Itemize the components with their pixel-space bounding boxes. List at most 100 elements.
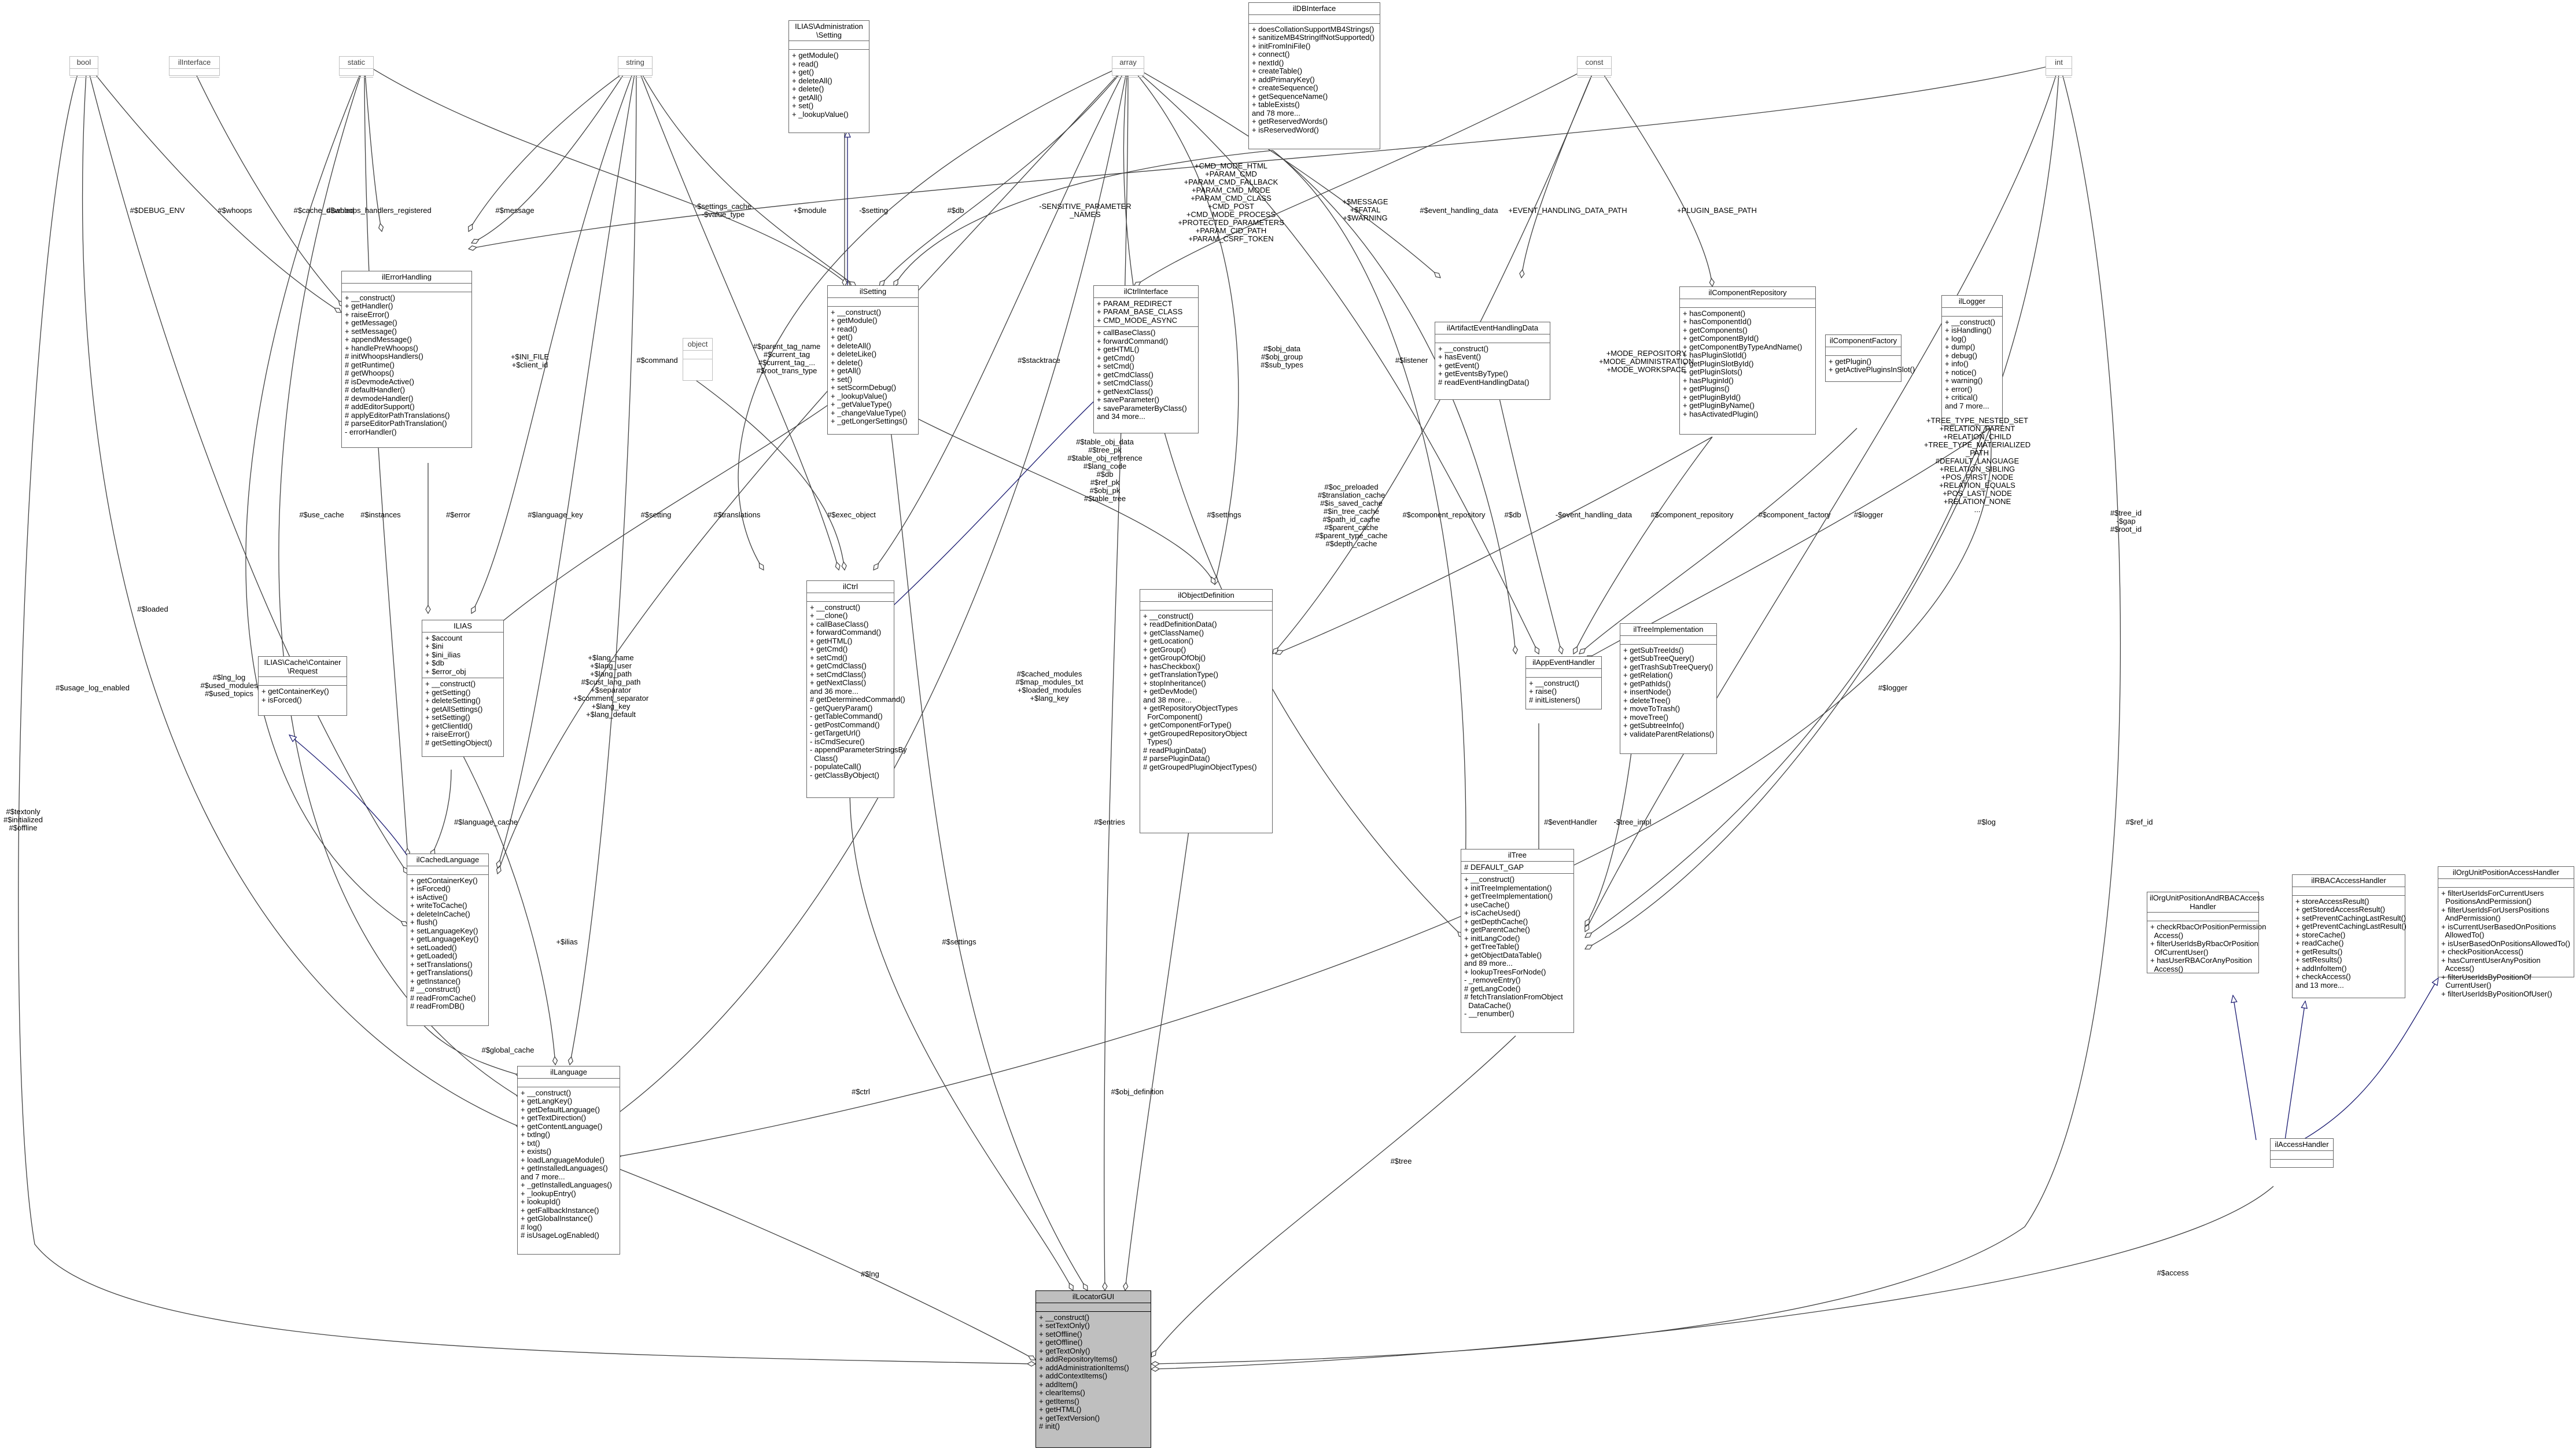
member-entry: + filterUserIdsForUsersPositions AndPerm… <box>2441 905 2549 922</box>
member-entry: # readEventHandlingData() <box>1438 377 1530 387</box>
member-entry: + read() <box>831 324 857 333</box>
member-entry: # isDevmodeActive() <box>345 377 414 386</box>
edge-whoops <box>190 63 344 307</box>
node-ilsetting[interactable]: ilSetting + __construct()+ getModule()+ … <box>827 285 919 435</box>
edge-lang-name <box>570 63 637 1065</box>
member-entry: + deleteLike() <box>831 350 877 358</box>
member-entry: + log() <box>1945 334 1967 343</box>
member-entry: + addAdministrationItems() <box>1039 1363 1129 1372</box>
node-int[interactable]: int <box>2046 56 2072 78</box>
node-ilorgunitpositionandrbacaccesshandler[interactable]: ilOrgUnitPositionAndRBACAccess Handler +… <box>2147 892 2267 973</box>
member-entry: + getPreventCachingLastResult() <box>2295 922 2407 931</box>
member-entry: + getSubTreeIds() <box>1623 645 1684 654</box>
member-entry: + clearItems() <box>1039 1388 1085 1397</box>
edge-label: #$entries <box>1094 818 1125 826</box>
edge-label: #$whoops <box>218 206 252 215</box>
edge-command <box>738 63 1129 570</box>
member-entry: + $error_obj <box>425 667 466 676</box>
edge-message-fatal <box>469 63 2060 249</box>
member-entry: + __construct() <box>1464 875 1515 884</box>
member-entry: + getComponentByTypeAndName() <box>1683 342 1803 351</box>
member-entry: + __construct() <box>1039 1312 1090 1322</box>
edge-label: #$event_handling_data <box>1420 206 1498 215</box>
node-ilcomponentrepository[interactable]: ilComponentRepository + hasComponent()+ … <box>1679 286 1816 435</box>
member-entry: + critical() <box>1945 393 1978 402</box>
node-ilcachedlanguage[interactable]: ilCachedLanguage + getContainerKey()+ is… <box>407 854 489 1026</box>
node-iltree[interactable]: ilTree # DEFAULT_GAP + __construct()+ in… <box>1461 849 1574 1033</box>
member-entry: + getNextClass() <box>810 678 867 687</box>
edge-parent-tag <box>636 63 839 570</box>
node-title: ilRBACAccessHandler <box>2311 876 2386 885</box>
edge-label: +$INI_FILE +$client_id <box>510 352 550 369</box>
member-entry: + getPluginByName() <box>1683 401 1755 410</box>
member-entry: + getInstalledLanguages() <box>521 1164 608 1172</box>
member-entry: + setCmdClass() <box>810 670 867 679</box>
member-entry: + isHandling() <box>1945 326 1992 334</box>
node-illogger[interactable]: ilLogger + __construct()+ isHandling()+ … <box>1941 295 2003 426</box>
node-ilerrorhandling[interactable]: ilErrorHandling + __construct()+ getHand… <box>341 271 472 448</box>
node-ilctrl[interactable]: ilCtrl + __construct()+ __clone()+ callB… <box>806 580 907 798</box>
node-ilobjectdefinition[interactable]: ilObjectDefinition + __construct()+ read… <box>1140 589 1273 833</box>
inherit-cachedlang <box>289 735 408 857</box>
node-title: ilArtifactEventHandlingData <box>1446 323 1539 332</box>
member-entry: + getTextVersion() <box>1039 1413 1100 1422</box>
member-entry: - errorHandler() <box>345 427 397 436</box>
member-entry: + moveToTrash() <box>1623 704 1681 713</box>
node-ilaccesshandler[interactable]: ilAccessHandler <box>2270 1138 2334 1168</box>
node-ilias-cache-container-request[interactable]: ILIAS\Cache\Container \Request + getCont… <box>258 656 347 716</box>
node-ilinterface[interactable]: ilInterface <box>169 56 220 78</box>
member-entry: + getDepthCache() <box>1464 917 1528 926</box>
node-title: ilTree <box>1508 851 1527 859</box>
node-ilartifacteventhandlingdata[interactable]: ilArtifactEventHandlingData + __construc… <box>1435 322 1550 400</box>
member-entry: - getQueryParam() <box>810 703 873 712</box>
node-ilias[interactable]: ILIAS + $account+ $ini+ $ini_ilias+ $db+… <box>422 620 504 757</box>
node-title: ilTreeImplementation <box>1633 625 1704 634</box>
member-entry: # init() <box>1039 1422 1060 1430</box>
node-ilcomponentfactory[interactable]: ilComponentFactory + getPlugin()+ getAct… <box>1825 334 1915 382</box>
member-entry: + __construct() <box>425 679 476 688</box>
member-entry: + raiseError() <box>345 310 389 319</box>
node-ildbinterface[interactable]: ilDBInterface + doesCollationSupportMB4S… <box>1248 2 1380 149</box>
edge-label: #$cache_disabled <box>293 206 355 215</box>
member-entry: # initWhoopsHandlers() <box>345 352 423 361</box>
member-entry: + callBaseClass() <box>810 619 869 628</box>
member-entry: + getPluginById() <box>1683 392 1741 402</box>
member-entry: # fetchTranslationFromObject DataCache() <box>1464 992 1563 1010</box>
member-entry: # DEFAULT_GAP <box>1464 862 1524 871</box>
node-ilctrlinterface[interactable]: ilCtrlInterface + PARAM_REDIRECT+ PARAM_… <box>1093 285 1199 433</box>
member-entry: + getHTML() <box>810 636 853 645</box>
node-bool[interactable]: bool <box>69 56 98 78</box>
node-const[interactable]: const <box>1577 56 1612 78</box>
member-entry: + insertNode() <box>1623 687 1671 696</box>
member-entry: + raise() <box>1529 687 1557 696</box>
edge-label: #$instances <box>360 510 401 519</box>
member-entry: # devmodeHandler() <box>345 393 414 403</box>
node-ilorgunitpositionaccesshandler[interactable]: ilOrgUnitPositionAccessHandler + filterU… <box>2438 866 2574 998</box>
member-entry: + hasComponentId() <box>1683 317 1752 326</box>
node-iltreeimplementation[interactable]: ilTreeImplementation + getSubTreeIds() + … <box>1620 623 1717 754</box>
member-entry: + notice() <box>1945 367 1977 377</box>
member-entry: + lookupId() <box>521 1197 561 1206</box>
member-entry: + getSequenceName() <box>1252 91 1328 101</box>
edge-label: #$DEBUG_ENV <box>130 206 185 215</box>
member-entry: # getWhoops() <box>345 369 395 377</box>
member-entry: + getOffline() <box>1039 1338 1083 1347</box>
node-object[interactable]: object <box>683 338 713 381</box>
node-ilias-administration-setting[interactable]: ILIAS\Administration \Setting + getModul… <box>788 20 869 133</box>
edge-label: #$loaded <box>137 605 168 613</box>
member-entry: + forwardCommand() <box>810 628 882 637</box>
member-entry: + callBaseClass() <box>1097 328 1156 337</box>
node-illanguage[interactable]: ilLanguage + __construct()+ getLangKey()… <box>517 1066 620 1255</box>
member-entry: + debug() <box>1945 351 1978 360</box>
node-static[interactable]: static <box>339 56 374 78</box>
node-ilrbacaccesshandler[interactable]: ilRBACAccessHandler + storeAccessResult(… <box>2292 874 2407 998</box>
member-entry: # readFromCache() <box>410 993 476 1002</box>
member-entry: + getFallbackInstance() <box>521 1205 599 1215</box>
edge-label: #$obj_data #$obj_group #$sub_types <box>1261 344 1303 369</box>
edge-logger2 <box>1585 428 1991 949</box>
node-illocatorgui[interactable]: ilLocatorGUI + __construct()+ setTextOnl… <box>1035 1290 1151 1448</box>
member-entry: + filterUserIdsByPositionOf CurrentUser(… <box>2441 972 2531 990</box>
node-ilappeventhandler[interactable]: ilAppEventHandler + __construct()+ raise… <box>1525 656 1602 709</box>
node-array[interactable]: array <box>1112 56 1144 78</box>
node-string[interactable]: string <box>618 56 653 78</box>
